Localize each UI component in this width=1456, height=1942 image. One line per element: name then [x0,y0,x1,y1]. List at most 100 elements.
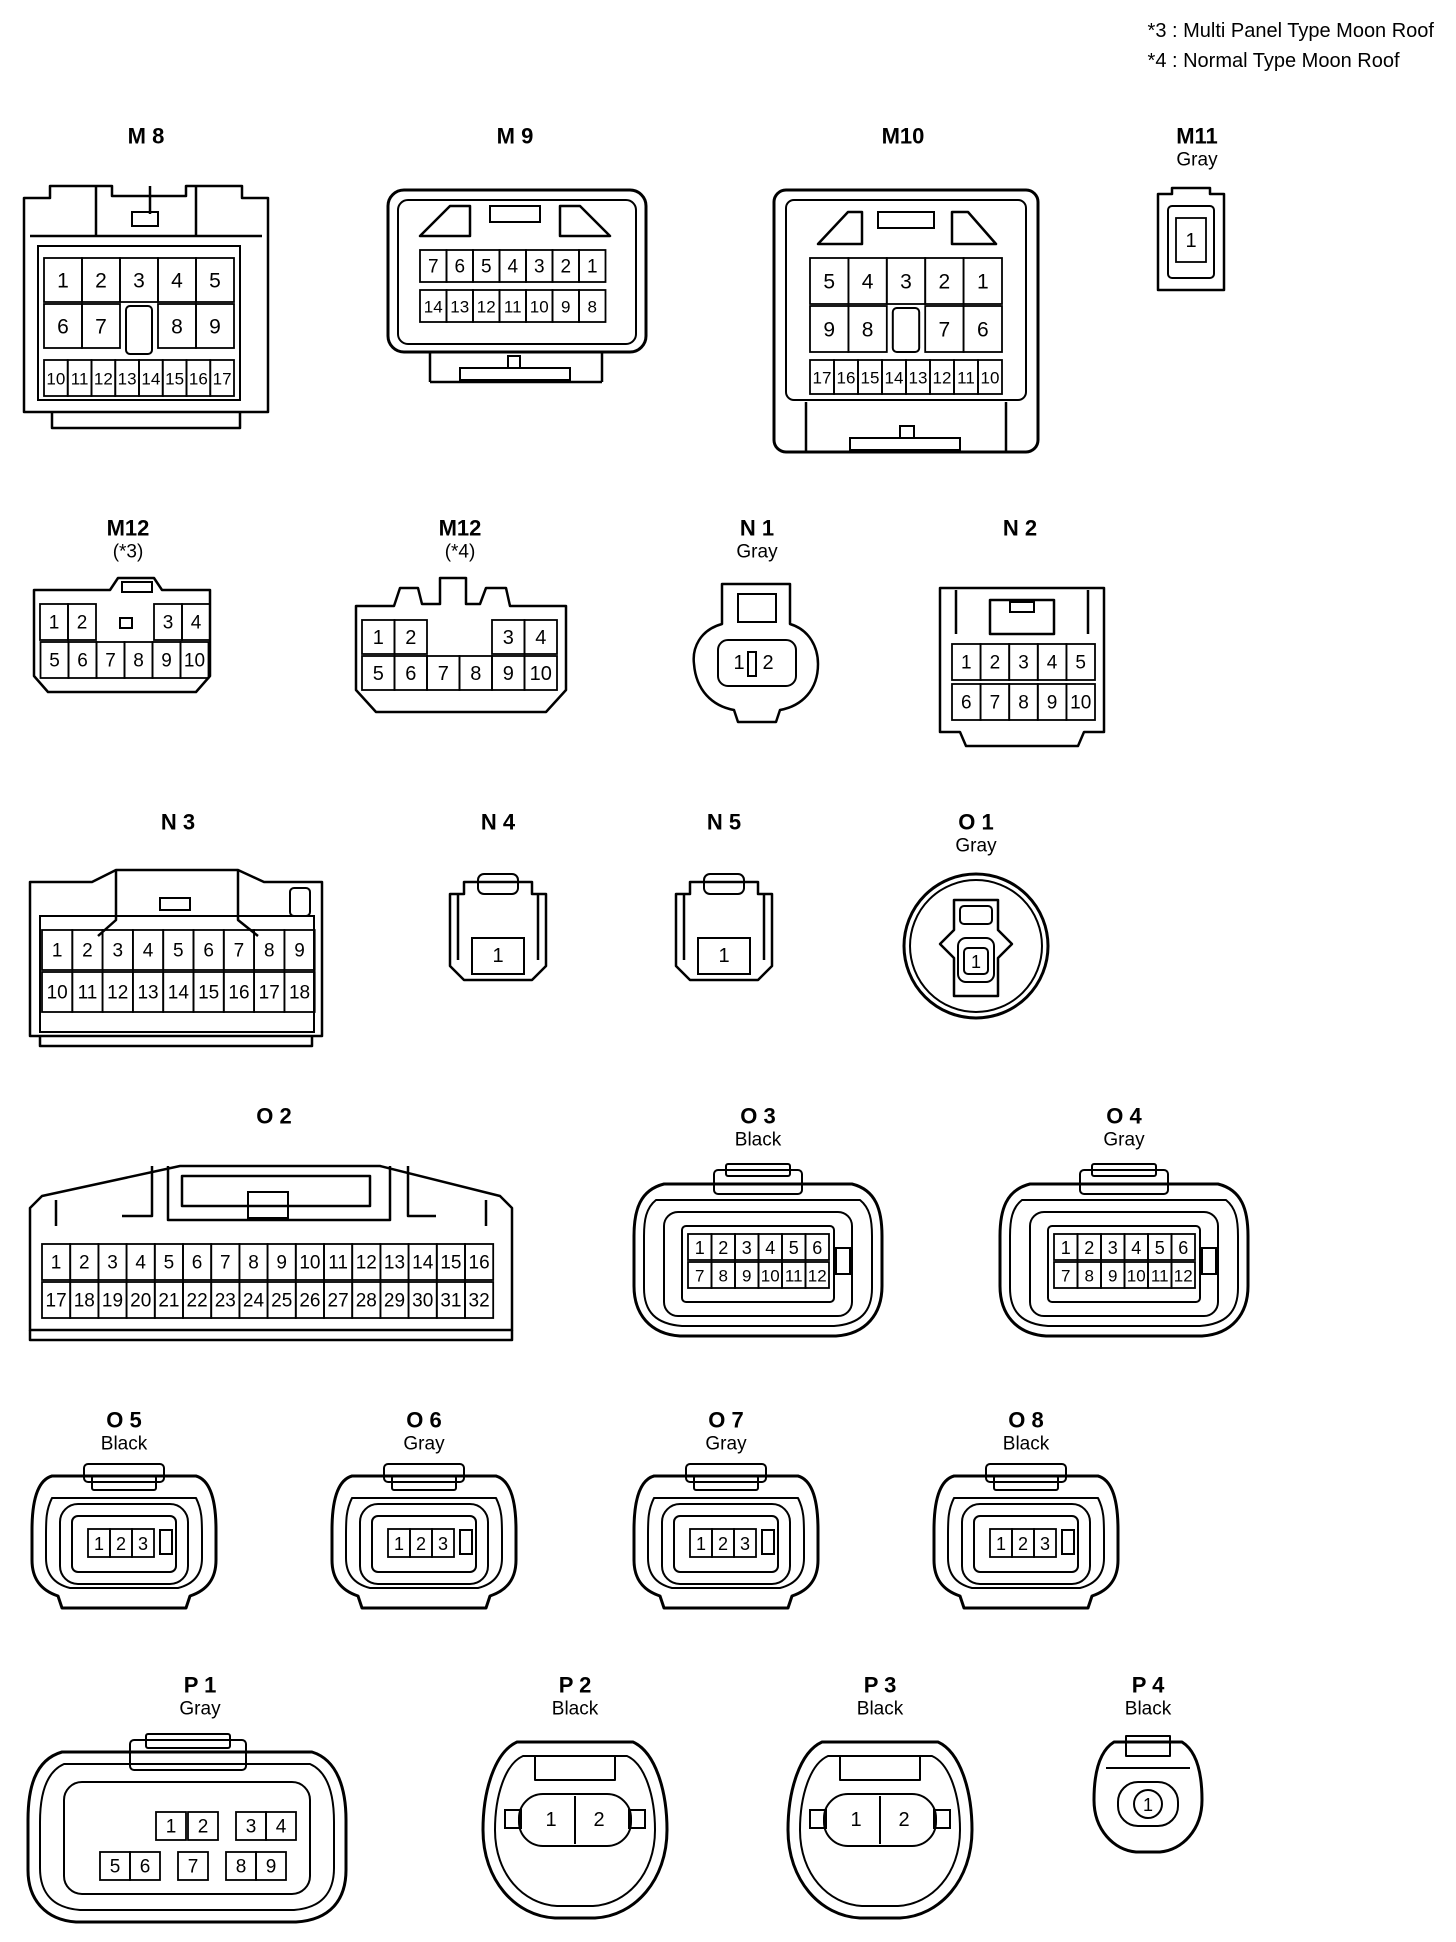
outline [129,1739,247,1771]
pin-number: 21 [158,1291,179,1312]
pin-frame [39,915,315,1033]
pin-number: 5 [823,271,835,294]
pin-number: 1 [718,945,729,967]
pin-number: 8 [171,316,183,339]
pin-number: 6 [977,319,989,342]
outline [725,1163,791,1177]
pin-cavity [131,1528,155,1558]
connector-code-label: P 2 [559,1673,592,1698]
pin-number: 5 [789,1238,799,1258]
outline [145,1733,231,1749]
pin-number: 4 [1047,653,1058,674]
outline [954,590,1090,634]
outline [816,210,998,246]
pin-number: 2 [718,1534,728,1554]
pin-number: 3 [246,1817,257,1838]
pin-number: 7 [188,1857,199,1878]
pin-number: 13 [450,298,469,317]
outline [1029,1211,1219,1317]
outline [823,1793,937,1847]
outline [697,937,751,975]
outline [1061,1529,1075,1555]
outline [39,1763,335,1911]
pin-number: 10 [1127,1267,1146,1286]
outline [507,355,521,369]
pin-number: 15 [440,1253,461,1274]
outline [448,880,548,982]
outline [345,1497,503,1589]
pin-cavity [464,1243,495,1281]
pin-number: 22 [187,1291,208,1312]
pin-number: 4 [1131,1238,1141,1258]
pin-number: 11 [71,370,89,389]
outline [938,586,1106,748]
outline [28,868,324,1038]
pin-number: 1 [492,945,503,967]
connector-code-label: N 3 [161,810,195,835]
outline [959,905,993,925]
outline [122,1166,436,1222]
pin-number: 6 [192,1253,203,1274]
pin-number: 12 [356,1253,377,1274]
pin-number: 7 [105,651,116,672]
pin-number: 2 [939,271,951,294]
pin-number: 2 [1084,1238,1094,1258]
outline [786,1740,974,1920]
pin-number: 16 [469,1253,490,1274]
pin-number: 3 [1040,1534,1050,1554]
pin-number: 12 [933,369,952,388]
outline [494,1755,656,1907]
pin-number: 9 [503,663,514,685]
pin-cavity [195,257,235,303]
pin-cavity [129,1851,161,1881]
outline [799,1755,961,1907]
connector-color-label: Gray [955,836,997,857]
pin-cavity [523,655,558,691]
connector-color-label: Black [735,1130,782,1151]
pin-number: 28 [356,1291,377,1312]
pin-number: 1 [49,613,60,634]
pin-number: 9 [1047,693,1058,714]
pin-number: 25 [271,1291,292,1312]
outline [674,880,774,982]
pin-number: 7 [220,1253,231,1274]
pin-number: 9 [294,941,305,962]
key-cavity [891,307,921,353]
outline [330,1474,518,1610]
pin-number: 12 [477,298,496,317]
outline [693,1475,759,1491]
pin-cavity [283,971,316,1013]
connector-code-label: O 6 [406,1408,441,1433]
outline [681,1225,835,1303]
pin-number: 11 [328,1253,348,1274]
outline [932,1474,1120,1610]
pin-number: 10 [46,370,65,389]
text: 1 [733,652,744,674]
pin-number: 4 [143,941,154,962]
connector-code-label: O 7 [708,1408,743,1433]
pin-cavity [464,1281,495,1319]
note-multi-panel: *3 : Multi Panel Type Moon Roof [1147,20,1434,42]
outline [685,1463,767,1483]
pin-number: 6 [812,1238,822,1258]
pin-number: 23 [215,1291,236,1312]
pin-number: 15 [861,369,880,388]
pin-number: 3 [138,1534,148,1554]
outline [1167,205,1215,279]
pin-number: 1 [52,941,63,962]
connector-code-label: O 2 [256,1104,291,1129]
connector-color-label: Gray [736,542,778,563]
pin-number: 8 [1085,1267,1094,1286]
outline [737,593,777,623]
pin-number: 11 [1151,1267,1169,1286]
pin-number: 17 [259,983,280,1004]
pin-cavity [431,1528,455,1558]
pin-cavity [962,257,1003,305]
pin-number: 10 [530,663,552,685]
pin-number: 27 [328,1291,349,1312]
pin-number: 19 [102,1291,123,1312]
pin-number: 8 [248,1253,259,1274]
